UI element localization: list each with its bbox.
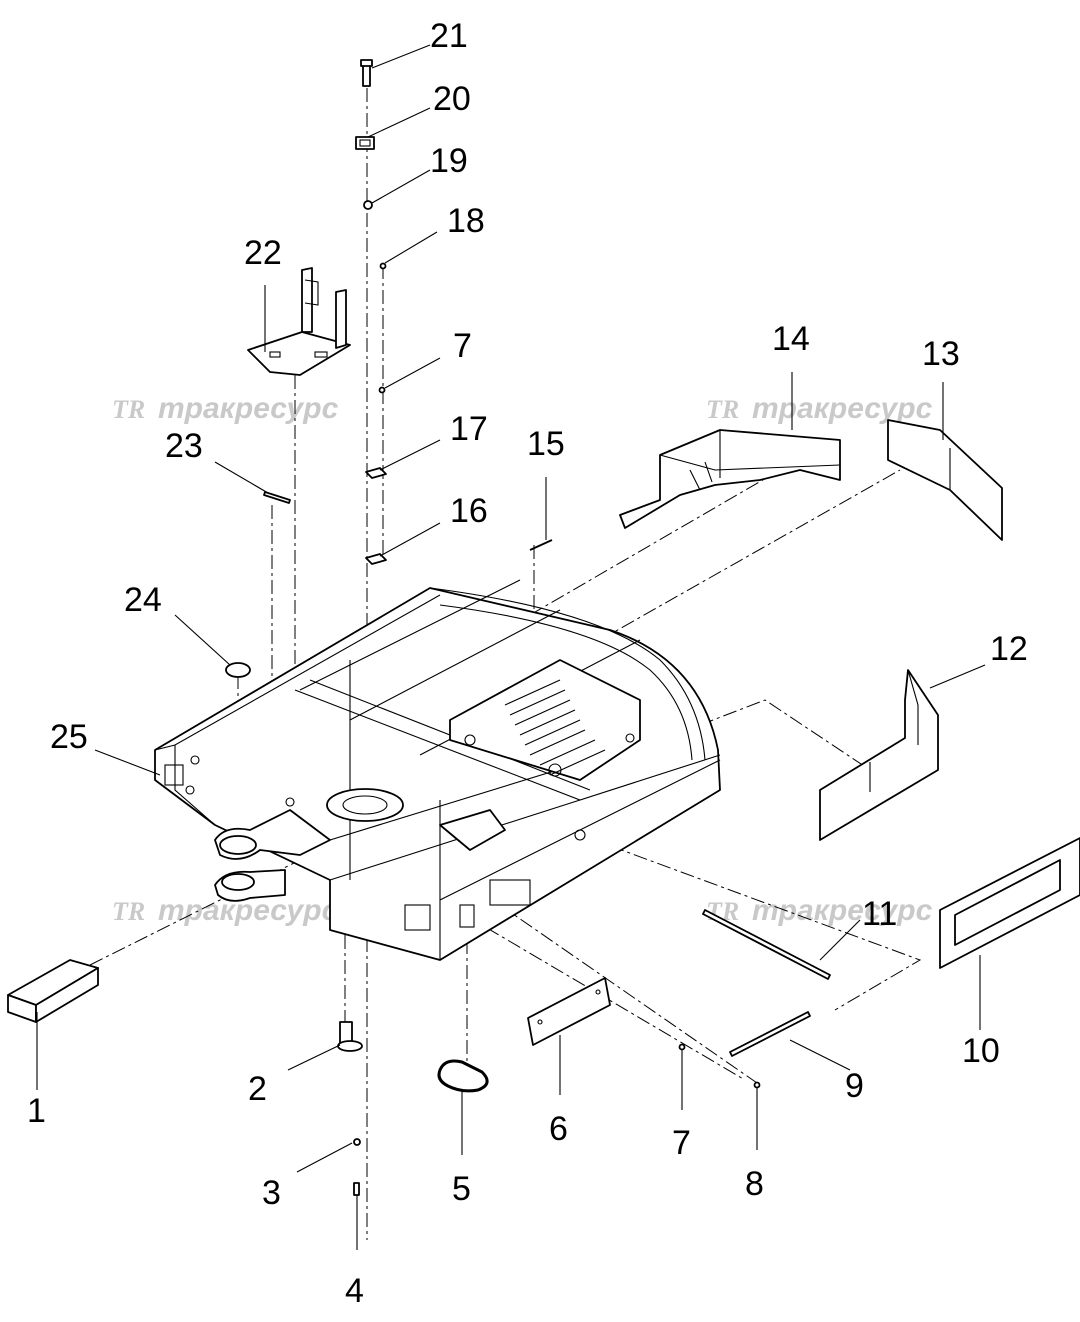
callout-12: 12 (990, 630, 1028, 668)
callout-14: 14 (772, 320, 810, 358)
callout-8: 8 (745, 1165, 764, 1203)
watermark-top-right: TR тракресурс (706, 392, 933, 425)
callout-1: 1 (27, 1092, 46, 1130)
callout-labels: 21 20 19 18 22 7 14 13 17 23 15 16 24 12… (27, 17, 1028, 1310)
part-8-fastener (753, 1081, 761, 1089)
watermark-text: тракресурс (752, 392, 933, 425)
watermark-bottom-right: TR тракресурс (706, 894, 933, 927)
callout-6: 6 (549, 1110, 568, 1148)
part-11-rod (702, 909, 831, 980)
callout-15: 15 (527, 425, 565, 463)
callout-20: 20 (433, 80, 471, 118)
callout-2: 2 (248, 1070, 267, 1108)
callout-21: 21 (430, 17, 468, 55)
watermark-logo: TR (112, 395, 145, 424)
part-18-fastener (379, 262, 387, 270)
part-9-rod (729, 1011, 811, 1057)
callout-24: 24 (124, 581, 162, 619)
part-10-frame (939, 837, 1080, 969)
part-15-rod (529, 539, 553, 551)
watermark-text: тракресурс (158, 392, 339, 425)
part-14-cover (619, 429, 841, 529)
part-19-nut (363, 200, 373, 210)
callout-13: 13 (922, 335, 960, 373)
part-17-plate (365, 467, 387, 479)
callout-7-bottom: 7 (672, 1124, 691, 1162)
part-4-bolt (353, 1182, 360, 1196)
part-1-tube (7, 959, 99, 1023)
callout-5: 5 (452, 1170, 471, 1208)
callout-16: 16 (450, 492, 488, 530)
callout-9: 9 (845, 1067, 864, 1105)
watermark-logo: TR (706, 395, 739, 424)
callout-23: 23 (165, 427, 203, 465)
part-13-panel (887, 419, 1003, 541)
leader-lines (36, 44, 986, 1250)
part-20-clamp (355, 136, 375, 150)
watermark-top-left: TR тракресурс (112, 392, 339, 425)
part-24-ring (225, 662, 251, 678)
callout-19: 19 (430, 142, 468, 180)
part-5-seal (437, 1059, 489, 1093)
callout-22: 22 (244, 234, 282, 272)
part-7-fastener-bottom (678, 1043, 686, 1051)
callout-10: 10 (962, 1032, 1000, 1070)
part-25-main-frame (154, 579, 721, 961)
part-3-washer (353, 1138, 361, 1146)
part-12-panel (819, 669, 939, 841)
part-2-pin (337, 1021, 363, 1052)
part-23-strip (263, 491, 291, 504)
part-21-bolt (360, 59, 373, 87)
watermark-text: тракресурс (752, 894, 933, 927)
callout-3: 3 (262, 1174, 281, 1212)
callout-17: 17 (450, 410, 488, 448)
callout-25: 25 (50, 718, 88, 756)
callout-18: 18 (447, 202, 485, 240)
callout-11: 11 (862, 895, 897, 933)
part-6-plate (527, 977, 611, 1046)
part-22-bracket (247, 267, 351, 376)
part-16-plate (365, 553, 387, 565)
grate-slots (504, 679, 606, 776)
part-7-fastener-top (378, 386, 386, 394)
callout-4: 4 (345, 1272, 364, 1310)
callout-7-top: 7 (453, 327, 472, 365)
watermark-logo: TR (112, 897, 145, 926)
